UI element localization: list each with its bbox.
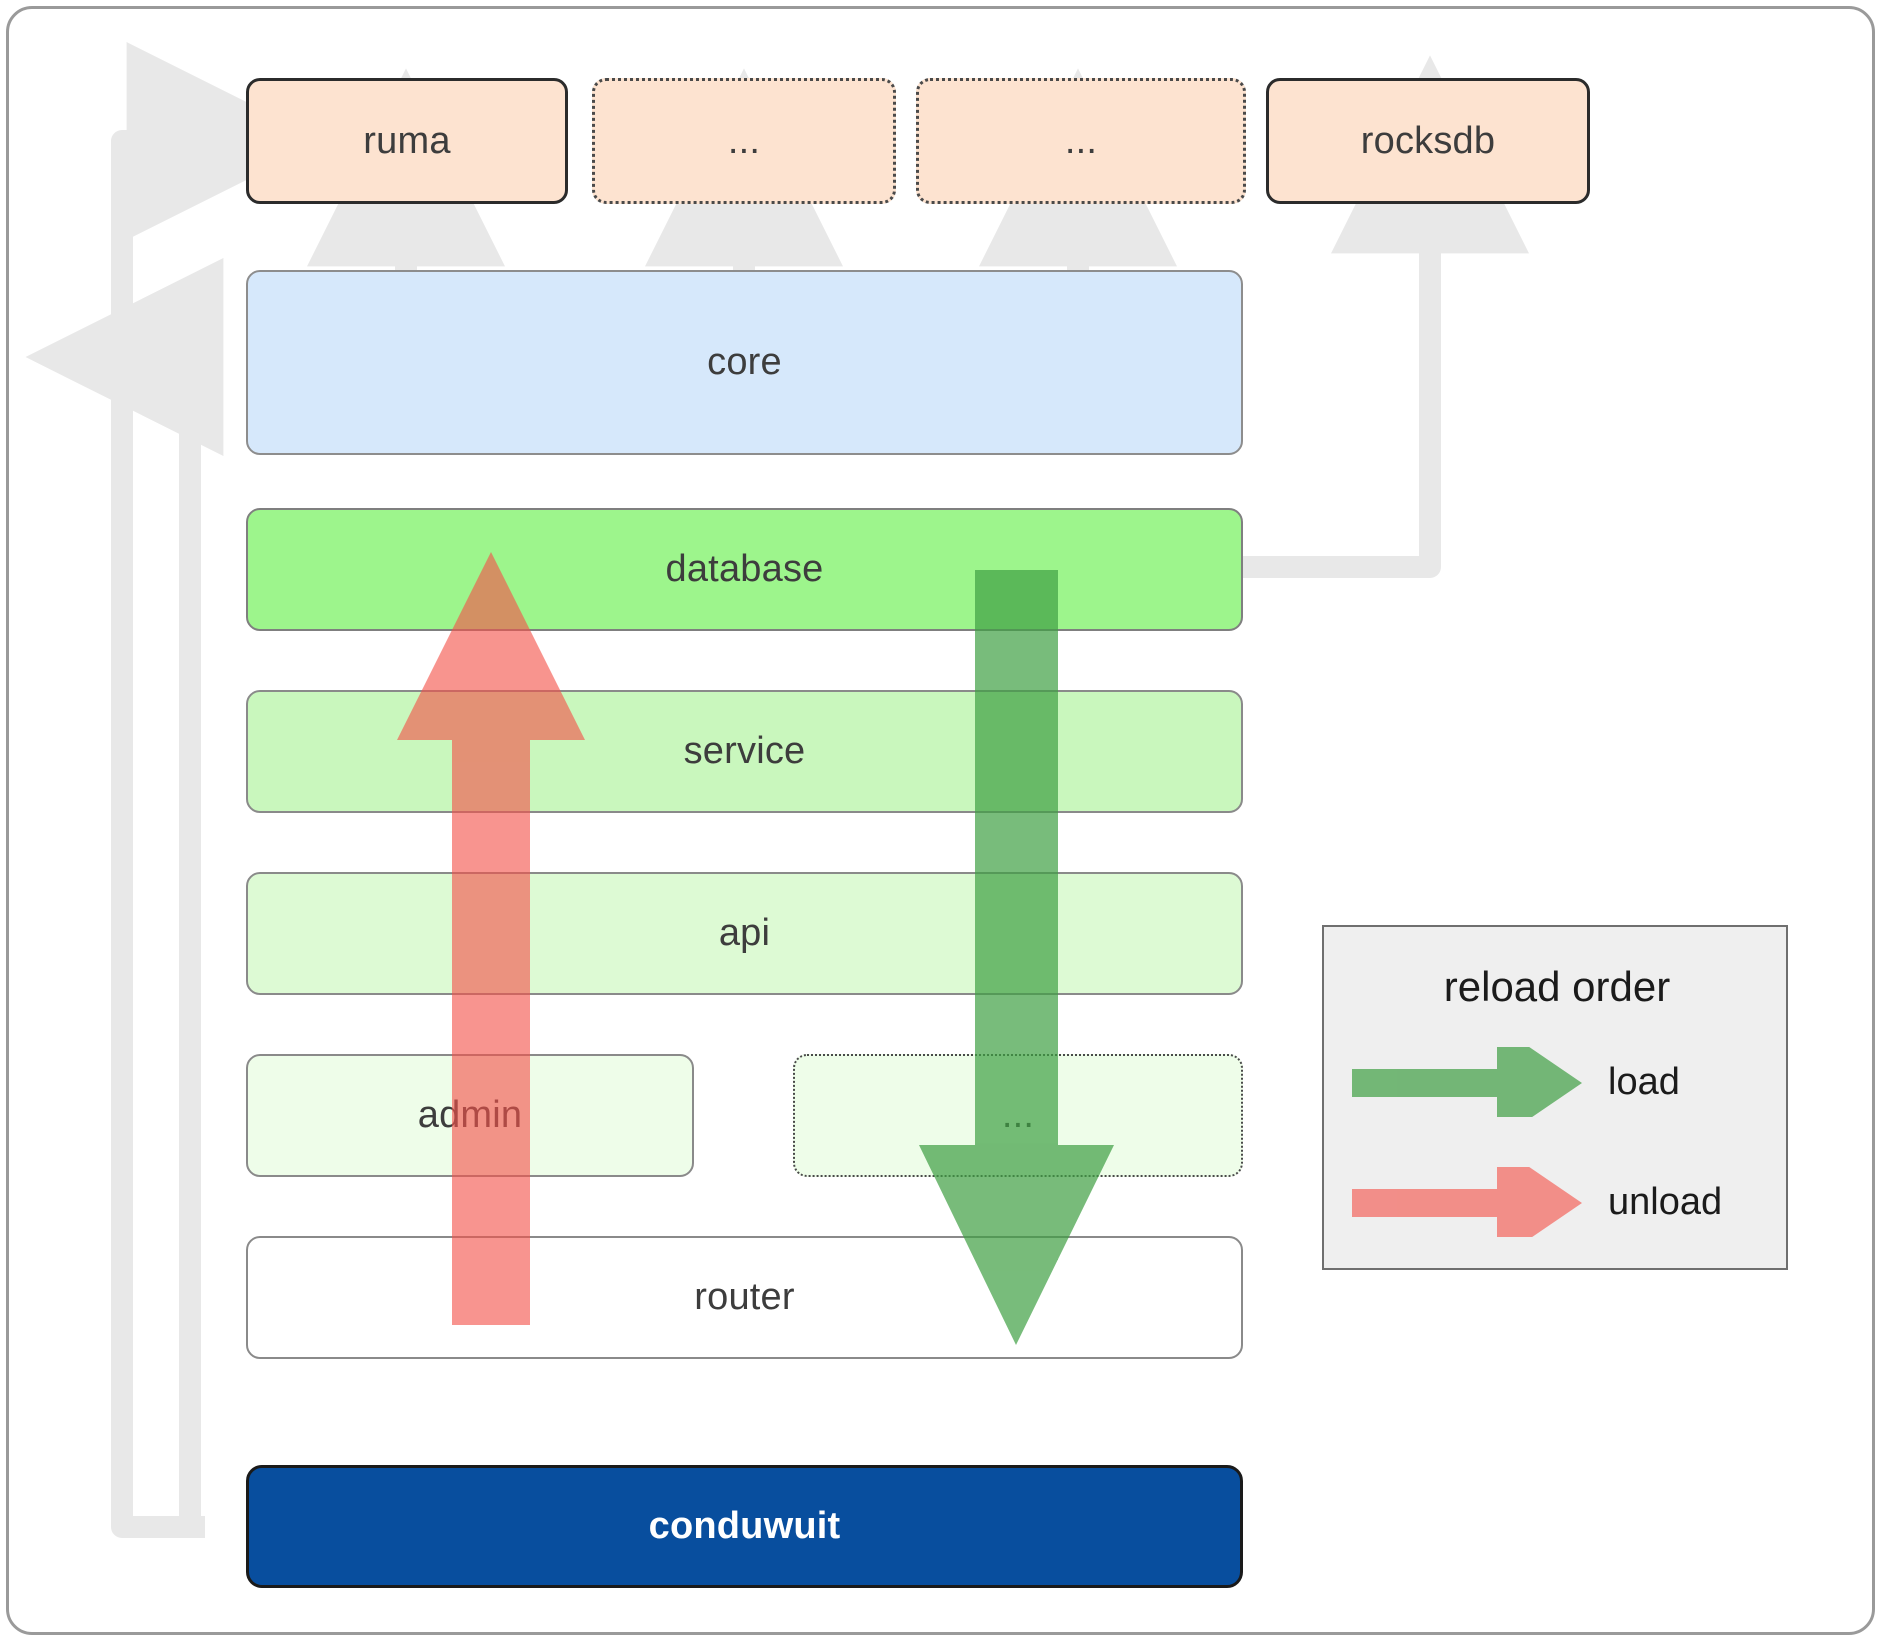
root-conduwuit-label: conduwuit — [648, 1505, 841, 1547]
dependency-ellipsis-1[interactable]: ... — [592, 78, 896, 204]
layer-admin[interactable]: admin — [246, 1054, 694, 1177]
layer-admin-label: admin — [417, 1094, 523, 1136]
layer-core[interactable]: core — [246, 270, 1243, 455]
layer-ellipsis[interactable]: ... — [793, 1054, 1243, 1177]
dependency-rocksdb-label: rocksdb — [1360, 119, 1496, 162]
dependency-rocksdb[interactable]: rocksdb — [1266, 78, 1590, 204]
dependency-ellipsis-2-label: ... — [1064, 119, 1098, 162]
layer-database[interactable]: database — [246, 508, 1243, 631]
legend-label-unload: unload — [1608, 1180, 1723, 1223]
layer-api[interactable]: api — [246, 872, 1243, 995]
layer-database-label: database — [665, 548, 824, 590]
layer-core-label: core — [707, 341, 782, 383]
legend-title: reload order — [1443, 963, 1671, 1010]
dependency-ruma-label: ruma — [363, 119, 451, 162]
diagram-frame — [6, 6, 1875, 1635]
layer-service-label: service — [683, 730, 806, 772]
legend-entry-load: load — [1324, 1025, 1790, 1141]
layer-router-label: router — [694, 1276, 795, 1318]
dependency-ellipsis-2[interactable]: ... — [916, 78, 1246, 204]
dependency-ruma[interactable]: ruma — [246, 78, 568, 204]
layer-router[interactable]: router — [246, 1236, 1243, 1359]
dependency-ellipsis-1-label: ... — [727, 119, 761, 162]
layer-service[interactable]: service — [246, 690, 1243, 813]
legend-label-load: load — [1608, 1060, 1680, 1103]
layer-api-label: api — [718, 912, 771, 954]
unload-arrow-icon — [1352, 1145, 1582, 1261]
legend-entry-unload: unload — [1324, 1145, 1790, 1261]
legend-panel: reload order load — [1322, 925, 1788, 1270]
layer-ellipsis-label: ... — [1001, 1094, 1035, 1136]
root-conduwuit[interactable]: conduwuit — [246, 1465, 1243, 1588]
load-arrow-icon — [1352, 1025, 1582, 1141]
